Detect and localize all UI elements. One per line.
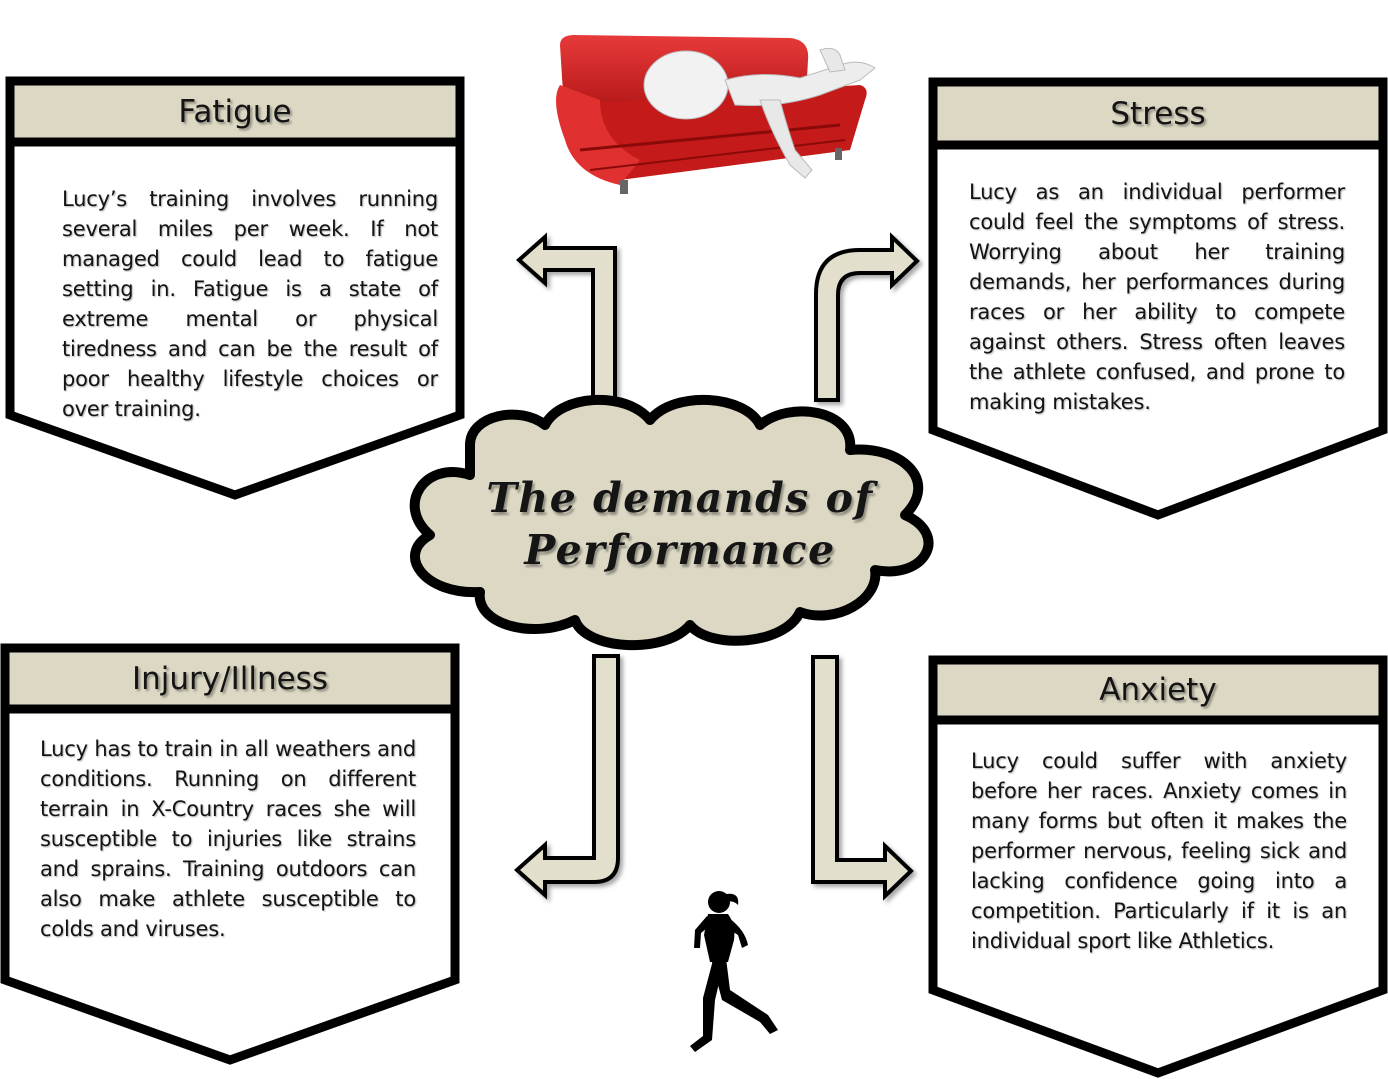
cloud-title-line2: Performance (524, 526, 836, 574)
arrow-to-stress (814, 232, 920, 402)
stress-box (928, 77, 1388, 520)
runner-silhouette (690, 891, 778, 1052)
injury-text: Lucy has to train in all weathers and co… (40, 737, 416, 941)
stress-heading: Stress (1110, 95, 1206, 132)
injury-box (0, 643, 460, 1065)
sofa-image (556, 35, 876, 194)
anxiety-heading: Anxiety (1099, 672, 1217, 708)
arrow-to-injury (513, 654, 620, 900)
anxiety-box (928, 655, 1388, 1078)
anxiety-text: Lucy could suffer with anxiety before he… (971, 749, 1347, 953)
title-cloud (409, 395, 934, 651)
stress-text: Lucy as an individual performer could fe… (969, 180, 1345, 414)
arrow-to-fatigue (515, 232, 617, 411)
cloud-title-line1: The demands of (486, 474, 874, 522)
arrow-to-anxiety (811, 655, 914, 901)
fatigue-box (5, 76, 465, 500)
fatigue-heading: Fatigue (178, 93, 292, 130)
fatigue-text: Lucy’s training involves running several… (62, 187, 438, 421)
injury-heading: Injury/Illness (132, 660, 328, 697)
cloud-title: The demands of Performance (440, 472, 920, 576)
